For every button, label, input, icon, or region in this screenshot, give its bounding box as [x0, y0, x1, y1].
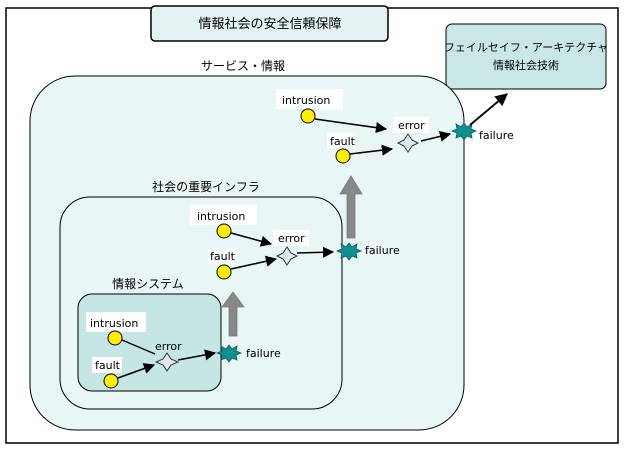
chain-info-system: intrusion fault error failure — [86, 312, 281, 389]
failure-burst-icon — [215, 344, 243, 363]
error-label: error — [155, 340, 182, 353]
fault-label: fault — [210, 250, 236, 263]
intrusion-node — [107, 330, 123, 346]
fault-label: fault — [330, 135, 356, 148]
intrusion-to-error-line — [121, 339, 156, 355]
layer-label-service-info: サービス・情報 — [201, 59, 285, 73]
architecture-line-1: フェイルセイフ・アーキテクチャ — [444, 41, 608, 54]
fault-node — [335, 148, 351, 164]
label-bg — [190, 205, 257, 225]
fault-node — [216, 264, 232, 280]
failure-label: failure — [365, 244, 400, 257]
layer-label-info-system: 情報システム — [112, 277, 184, 291]
fault-node — [103, 373, 119, 389]
intrusion-to-error-arrow — [314, 118, 388, 134]
fault-label: fault — [95, 359, 121, 372]
error-star-icon — [396, 133, 420, 153]
failure-burst-icon — [450, 122, 478, 141]
failure-burst-icon — [335, 242, 363, 261]
failure-to-architecture-arrow — [469, 93, 508, 126]
page-title: 情報社会の安全信頼保障 — [198, 16, 341, 32]
intrusion-node — [216, 223, 232, 239]
fault-to-error-arrow — [230, 255, 278, 270]
label-bg — [393, 117, 429, 133]
label-bg — [327, 133, 355, 149]
intrusion-label: intrusion — [90, 317, 138, 330]
label-bg — [276, 89, 343, 109]
label-bg — [273, 230, 309, 246]
layer-label-critical-infra: 社会の重要インフラ — [152, 179, 260, 194]
architecture-line-2: 情報社会技術 — [493, 58, 559, 72]
failure-label: failure — [246, 347, 281, 360]
label-bg — [208, 248, 238, 264]
error-to-failure-arrow — [296, 246, 335, 258]
chain-service-info: intrusion fault error failure — [276, 89, 514, 164]
label-bg — [92, 357, 122, 373]
layer-info-system — [77, 293, 222, 392]
upward-arrow-infra-to-service — [339, 175, 363, 239]
error-label: error — [278, 232, 305, 245]
error-star-icon — [154, 352, 180, 372]
intrusion-node — [300, 108, 316, 124]
fault-to-error-arrow — [349, 144, 394, 156]
error-to-failure-arrow — [177, 349, 217, 361]
architecture-box: フェイルセイフ・アーキテクチャ 情報社会技術 — [444, 23, 608, 90]
title-box: 情報社会の安全信頼保障 — [150, 5, 389, 42]
label-bg — [86, 312, 146, 332]
error-to-failure-arrow — [420, 130, 452, 142]
fault-to-error-arrow — [117, 363, 156, 379]
chain-critical-infra: intrusion fault error failure — [190, 205, 400, 280]
error-label: error — [398, 119, 425, 132]
error-star-icon — [275, 246, 299, 266]
intrusion-label: intrusion — [197, 210, 245, 223]
intrusion-to-error-arrow — [230, 232, 273, 247]
failure-label: failure — [479, 129, 514, 142]
upward-arrow-system-to-infra — [221, 291, 245, 337]
intrusion-label: intrusion — [282, 94, 330, 107]
